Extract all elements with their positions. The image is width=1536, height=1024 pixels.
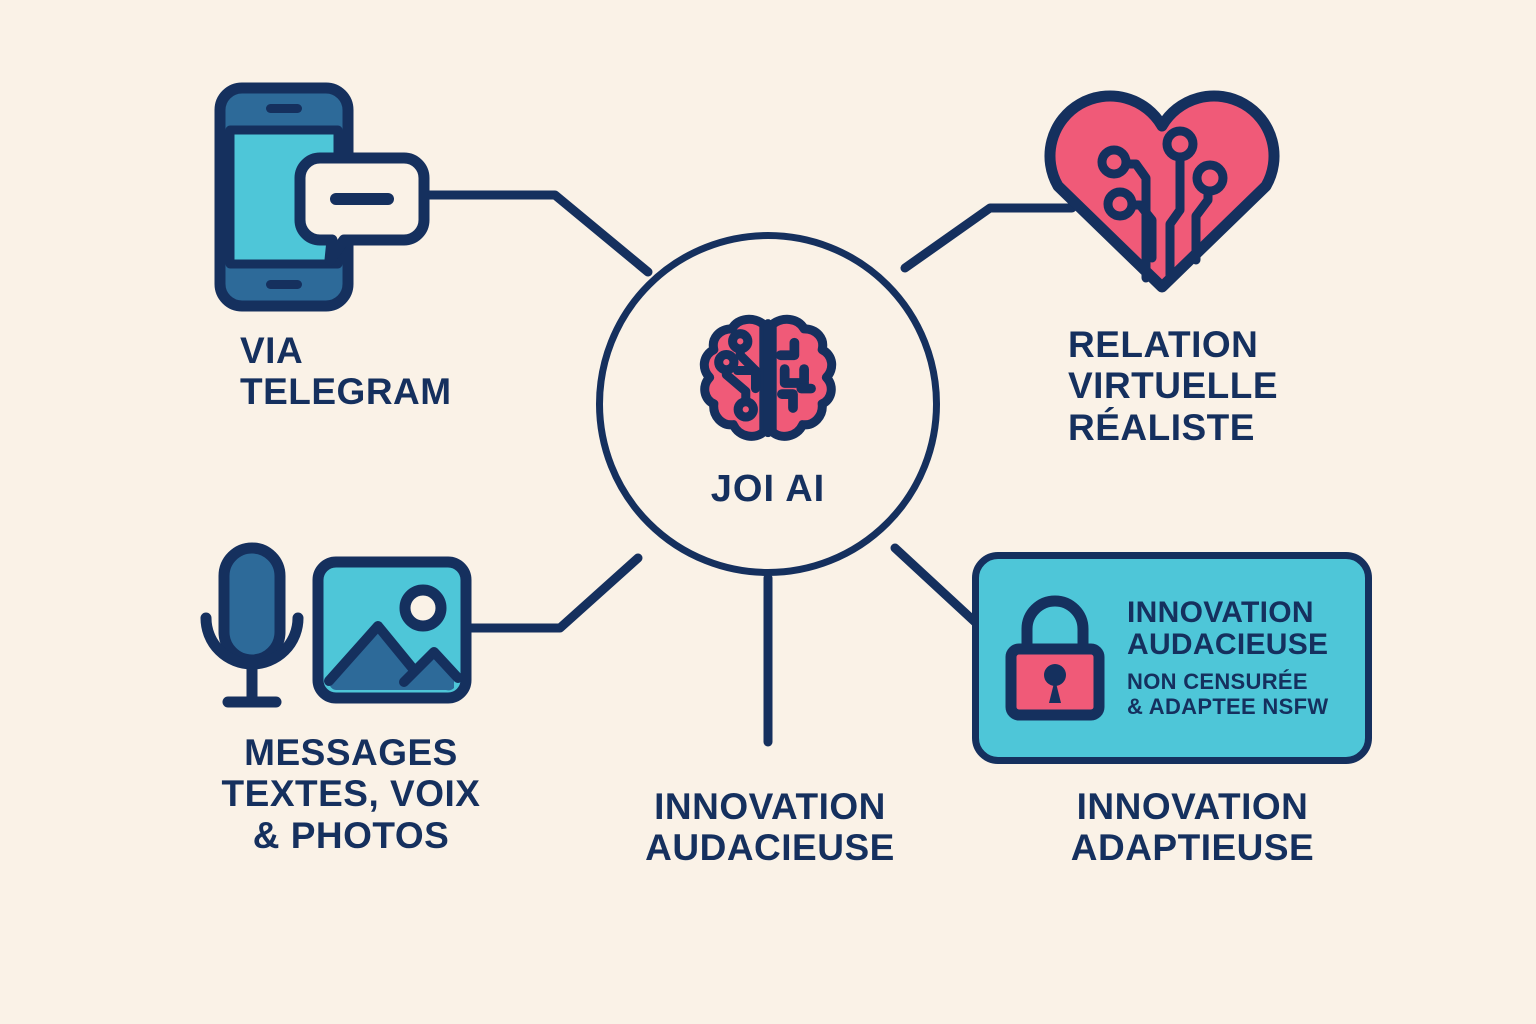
lock-card[interactable]: INNOVATION AUDACIEUSE NON CENSURÉE & ADA… [972,552,1372,764]
lock-card-heading: INNOVATION AUDACIEUSE [1127,595,1329,661]
label-relation: RELATION VIRTUELLE RÉALISTE [1068,324,1279,448]
lock-card-subtext: NON CENSURÉE & ADAPTEE NSFW [1127,669,1329,720]
hub-title: JOI AI [710,467,826,510]
microphone-icon [200,542,304,708]
lock-card-text: INNOVATION AUDACIEUSE NON CENSURÉE & ADA… [1127,595,1329,720]
label-center-bottom: INNOVATION AUDACIEUSE [645,786,895,869]
telegram-node[interactable] [208,78,438,318]
smartphone-chat-icon [214,82,430,312]
relation-node[interactable] [1030,82,1295,297]
hub-node-joi-ai[interactable]: JOI AI [596,232,940,576]
label-lock-card: INNOVATION ADAPTIEUSE [1070,786,1315,869]
wire-hub-to-lockcard [890,543,980,627]
photo-image-icon [312,556,472,704]
label-media: MESSAGES TEXTES, VOIX & PHOTOS [221,732,481,856]
label-telegram: VIA TELEGRAM [240,330,452,413]
wire-media-to-hub [450,553,643,633]
lock-icon [1005,595,1105,721]
wire-telegram-to-hub [407,190,653,277]
heart-circuit-icon [1044,90,1280,293]
media-node[interactable] [196,540,486,720]
wire-hub-to-relation [900,203,1077,273]
brain-circuit-icon [699,314,837,441]
media-icons-group [200,542,472,708]
